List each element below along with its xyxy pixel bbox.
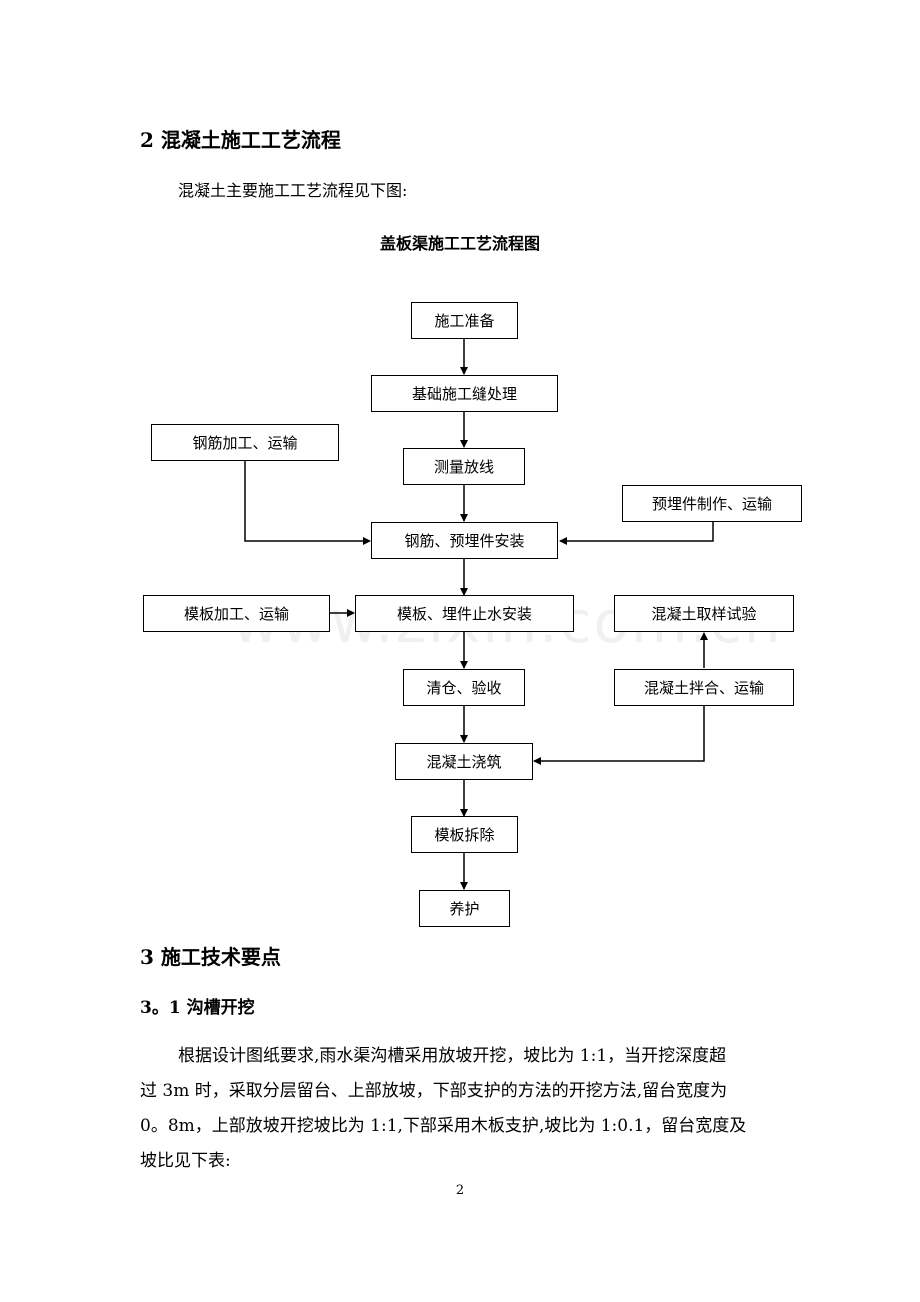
- node-prep: 施工准备: [411, 302, 518, 339]
- paragraph-line: 0。8m，上部放坡开挖坡比为 1:1,下部采用木板支护,坡比为 1:0.1，留台…: [140, 1116, 747, 1136]
- node-embed-making: 预埋件制作、运输: [622, 485, 802, 522]
- section-3-heading: 3 施工技术要点: [140, 945, 281, 969]
- node-survey: 测量放线: [403, 448, 525, 485]
- paragraph-line: 根据设计图纸要求,雨水渠沟槽采用放坡开挖，坡比为 1:1，当开挖深度超: [178, 1046, 727, 1066]
- paragraph-line: 过 3m 时，采取分层留台、上部放坡，下部支护的方法的开挖方法,留台宽度为: [140, 1081, 728, 1101]
- arrow-mix-pour: [533, 706, 705, 765]
- node-cure: 养护: [419, 890, 510, 927]
- node-rebar-processing: 钢筋加工、运输: [151, 424, 339, 461]
- page-number: 2: [455, 1183, 465, 1198]
- node-clean-inspect: 清仓、验收: [403, 669, 525, 706]
- node-form-remove: 模板拆除: [411, 816, 518, 853]
- arrow-embed-make-install: [559, 522, 714, 545]
- node-pour: 混凝土浇筑: [395, 743, 533, 780]
- node-rebar-install: 钢筋、预埋件安装: [371, 522, 558, 559]
- section-2-heading: 2 混凝土施工工艺流程: [140, 128, 341, 152]
- node-concrete-test: 混凝土取样试验: [614, 595, 794, 632]
- node-foundation: 基础施工缝处理: [371, 375, 558, 412]
- section-2-intro: 混凝土主要施工工艺流程见下图:: [178, 181, 408, 200]
- node-form-processing: 模板加工、运输: [143, 595, 330, 632]
- section-3-1-heading: 3。1 沟槽开挖: [140, 998, 255, 1018]
- paragraph-line: 坡比见下表:: [140, 1151, 231, 1171]
- node-form-install: 模板、埋件止水安装: [355, 595, 574, 632]
- node-concrete-mix: 混凝土拌合、运输: [614, 669, 794, 706]
- arrow-rebar-proc-install: [244, 460, 371, 545]
- flowchart-title: 盖板渠施工工艺流程图: [379, 234, 540, 253]
